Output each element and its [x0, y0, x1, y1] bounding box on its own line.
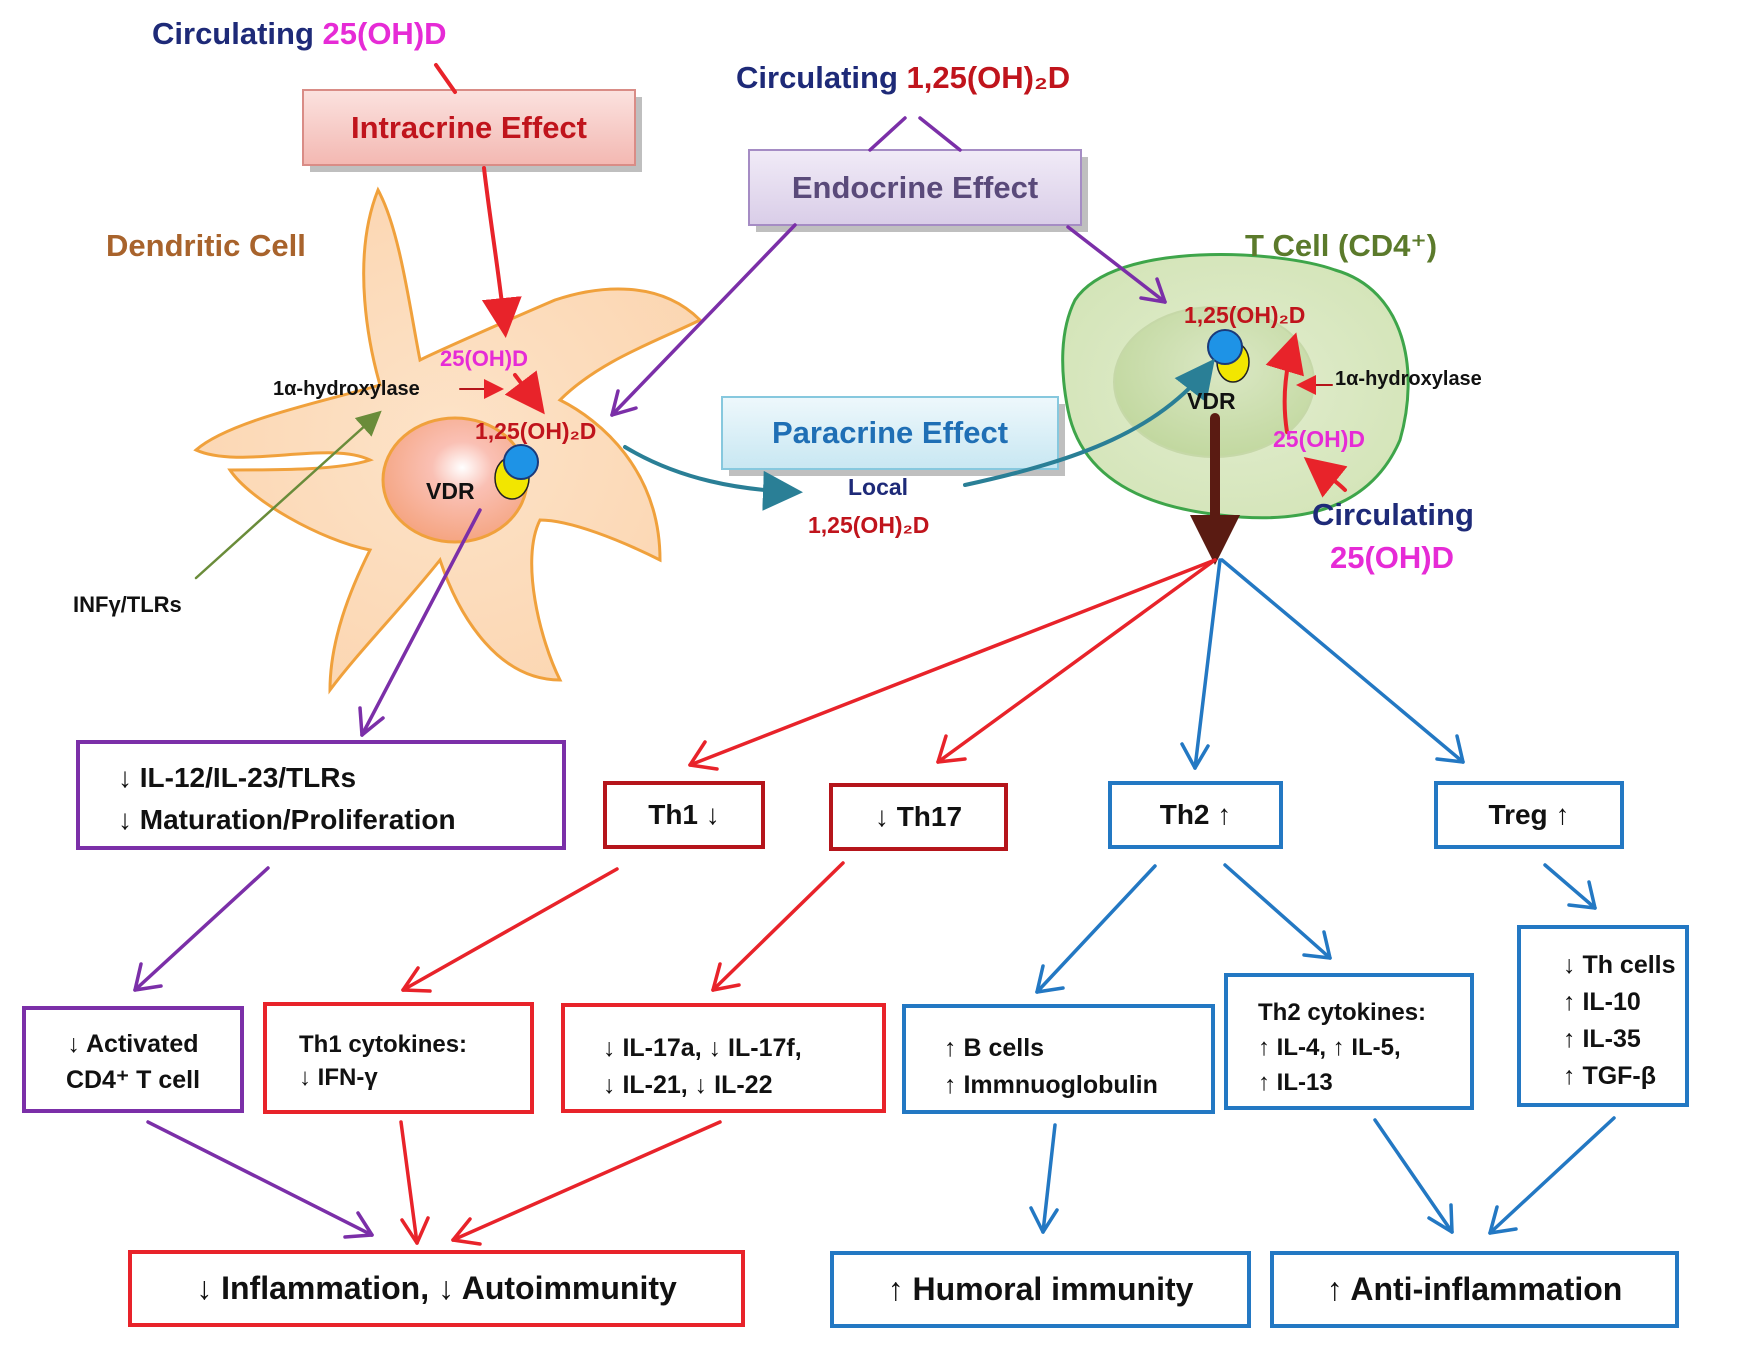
th1-cytokines-line-2: ↓ IFN-γ [299, 1064, 378, 1091]
arrow-circ25-to-tcell [1303, 457, 1348, 498]
arrow-local-to-tcell [963, 358, 1215, 487]
arrow-tregeff-to-anti [1488, 1116, 1616, 1235]
th1-cytokines-line-1: Th1 cytokines: [299, 1031, 468, 1058]
arrow-th2-to-cytokines [1223, 863, 1332, 960]
activated-box: ↓ Activated CD4⁺ T cell [22, 1006, 244, 1113]
dc-hydroxylase: 1α-hydroxylase [273, 378, 420, 400]
arrow-bcells-to-humoral [1041, 1123, 1057, 1234]
circ25-prefix: Circulating [152, 16, 323, 51]
endocrine-box [748, 149, 1088, 232]
th2-cytokines-line-2: ↑ IL-4, ↑ IL-5, [1258, 1034, 1401, 1061]
bcells-line-2: ↑ Immnuoglobulin [944, 1071, 1158, 1099]
th1-box: Th1 ↓ [603, 781, 765, 849]
anti-inflammation-box: ↑ Anti-inflammation [1270, 1251, 1679, 1328]
arrow-circ125-left [868, 116, 907, 152]
humoral-box: ↑ Humoral immunity [830, 1251, 1251, 1328]
arrow-branch-to-th2 [1193, 558, 1222, 770]
arrow-branch-to-th1 [688, 558, 1217, 767]
treg-effects-line-1: ↓ Th cells [1563, 951, 1676, 979]
arrow-tcell-25-to-125 [1265, 332, 1304, 434]
treg-box: Treg ↑ [1434, 781, 1624, 849]
tcell-title: T Cell (CD4⁺) [1245, 228, 1438, 263]
tc-vdr-icon [1207, 329, 1250, 383]
dendritic-cell-title: Dendritic Cell [106, 228, 306, 263]
dc-effects-line-2: ↓ Maturation/Proliferation [118, 804, 456, 835]
arrow-th2cyt-to-anti [1373, 1118, 1454, 1234]
arrow-endocrine-to-dc [610, 223, 797, 417]
arrow-th1cyt-to-inflammation [399, 1120, 419, 1245]
treg-effects-line-4: ↑ TGF-β [1563, 1062, 1657, 1090]
activated-line-1: ↓ Activated [67, 1030, 199, 1058]
tcell-vdr-label: VDR [1187, 388, 1236, 414]
dc-vdr-label: VDR [426, 478, 475, 504]
bcells-box: ↑ B cells ↑ Immnuoglobulin [902, 1004, 1215, 1114]
treg-effects-box: ↓ Th cells ↑ IL-10 ↑ IL-35 ↑ TGF-β [1517, 925, 1689, 1107]
dc-effects-box: ↓ IL-12/IL-23/TLRs ↓ Maturation/Prolifer… [76, 740, 566, 850]
arrow-branch-to-treg [1220, 558, 1465, 764]
activated-line-2: CD4⁺ T cell [65, 1066, 201, 1094]
arrow-dc-to-effects [360, 508, 482, 737]
infy-tlrs-label: INFγ/TLRs [73, 592, 182, 617]
endocrine-label: Endocrine Effect [791, 169, 1039, 205]
th2-cytokines-box: Th2 cytokines: ↑ IL-4, ↑ IL-5, ↑ IL-13 [1224, 973, 1474, 1110]
arrow-th17-to-il17 [711, 861, 845, 992]
treg-effects-line-3: ↑ IL-35 [1563, 1025, 1641, 1053]
arrow-dc-25-to-125 [504, 370, 545, 415]
il17-line-1: ↓ IL-17a, ↓ IL-17f, [603, 1034, 802, 1062]
th1-cytokines-box: Th1 cytokines: ↓ IFN-γ [263, 1002, 534, 1114]
arrow-infy-to-hydroxylase [194, 410, 382, 580]
circulating-125ohd-top: Circulating 1,25(OH)₂D [736, 60, 1070, 96]
dc-effects-line-1: ↓ IL-12/IL-23/TLRs [118, 762, 357, 793]
intracrine-box [302, 89, 642, 172]
inflammation-box: ↓ Inflammation, ↓ Autoimmunity [128, 1250, 745, 1327]
dc-vdr-icon [494, 444, 539, 500]
paracrine-box [721, 396, 1065, 476]
tcell-circulating-value: 25(OH)D [1330, 540, 1455, 575]
th17-box: ↓ Th17 [829, 783, 1008, 851]
th2-cytokines-line-1: Th2 cytokines: [1258, 999, 1427, 1026]
arrow-th1-to-cytokines [401, 867, 619, 992]
circ25-value: 25(OH)D [322, 16, 447, 51]
treg-effects-line-2: ↑ IL-10 [1563, 988, 1641, 1016]
arrow-activated-to-inflammation [146, 1120, 374, 1237]
arrow-endocrine-to-tcell [1066, 225, 1167, 304]
circ125-prefix: Circulating [736, 60, 907, 95]
intracrine-label: Intracrine Effect [350, 109, 587, 145]
bcells-line-1: ↑ B cells [944, 1034, 1045, 1062]
arrow-intracrine-to-dc [481, 166, 522, 338]
il17-line-2: ↓ IL-21, ↓ IL-22 [603, 1071, 773, 1099]
arrow-il17-to-inflammation [451, 1120, 722, 1242]
dc-125ohd: 1,25(OH)₂D [475, 418, 597, 444]
arrow-effects-to-activated [133, 866, 270, 992]
circ125-value: 1,25(OH)₂D [906, 60, 1071, 95]
circulating-25ohd-top: Circulating 25(OH)D [152, 16, 447, 52]
tcell-25ohd: 25(OH)D [1273, 426, 1366, 452]
tcell-circulating-label: Circulating [1312, 497, 1474, 532]
th2-box: Th2 ↑ [1108, 781, 1283, 849]
local-label: Local [848, 474, 909, 500]
il17-box: ↓ IL-17a, ↓ IL-17f, ↓ IL-21, ↓ IL-22 [561, 1003, 886, 1113]
arrow-treg-to-effects [1543, 863, 1597, 910]
tcell-125ohd: 1,25(OH)₂D [1184, 302, 1306, 328]
th2-cytokines-line-3: ↑ IL-13 [1258, 1069, 1333, 1096]
tcell-hydroxylase: 1α-hydroxylase [1335, 368, 1482, 390]
arrow-branch-to-th17 [936, 558, 1217, 764]
arrow-circ125-right [918, 116, 962, 152]
paracrine-label: Paracrine Effect [771, 415, 1009, 450]
arrow-th2-to-bcells [1035, 864, 1157, 994]
dc-25ohd: 25(OH)D [440, 346, 529, 371]
local-125ohd: 1,25(OH)₂D [808, 512, 930, 538]
arrow-circ25-to-intracrine [434, 63, 457, 94]
arrow-dc-to-local [623, 445, 803, 511]
